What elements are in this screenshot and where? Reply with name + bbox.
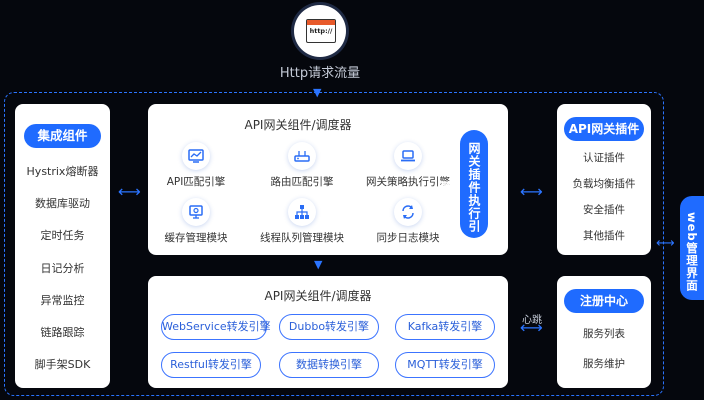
plugin-engine-label: 网关插件执行引擎 [439,130,488,238]
double-arrow-icon: ⟷ [520,318,543,337]
integration-panel: 集成组件 Hystrix熔断器 数据库驱动 定时任务 日记分析 异常监控 链路跟… [15,104,110,388]
heartbeat-label: 心跳 [522,315,542,326]
network-icon [288,198,316,226]
gateway-plugin-panel: API网关插件 认证插件 负载均衡插件 安全插件 其他插件 [557,104,651,255]
module-label: 网关策略执行引擎 [366,176,450,188]
webservice-engine-button[interactable]: WebService转发引擎 [161,314,271,340]
restful-engine-button[interactable]: Restful转发引擎 [161,352,261,378]
list-item: Hystrix熔断器 [26,165,99,178]
list-item: 定时任务 [40,229,85,242]
list-item: 安全插件 [583,204,625,216]
monitor-icon [182,198,210,226]
list-item: 链路跟踪 [40,326,85,339]
double-arrow-icon: ⟷ [656,236,675,251]
module-label: 同步日志模块 [376,232,440,244]
plugin-title: API网关插件 [564,117,644,141]
list-item: 其他插件 [583,230,625,242]
module-label: API匹配引擎 [166,176,226,188]
registry-panel: 注册中心 服务列表 服务维护 [557,276,651,388]
module-label: 线程队列管理模块 [260,232,344,244]
mqtt-engine-button[interactable]: MQTT转发引擎 [395,352,495,378]
router-icon [288,142,316,170]
module-label: 路由匹配引擎 [270,176,334,188]
list-item: 服务列表 [583,328,625,340]
list-item: 服务维护 [583,358,625,370]
arrow-down-icon: ▼ [314,258,323,271]
double-arrow-icon: ⟷ [520,182,543,201]
panel-title: API网关组件/调度器 [244,118,352,132]
chart-icon [182,142,210,170]
kafka-engine-button[interactable]: Kafka转发引擎 [395,314,495,340]
gateway-component-panel: API网关组件/调度器 API匹配引擎 路由匹配引擎 网关策略执行引擎 缓存管理… [148,104,508,255]
registry-title: 注册中心 [564,289,644,313]
list-item: 负载均衡插件 [572,178,636,190]
web-admin-button[interactable]: web管理界面 [680,196,704,300]
list-item: 异常监控 [40,294,85,307]
http-icon-text: http:// [309,27,333,35]
dubbo-engine-button[interactable]: Dubbo转发引擎 [279,314,379,340]
window-title-bar [307,20,335,25]
http-caption: Http请求流量 [279,66,361,81]
sync-icon [394,198,422,226]
panel-title: API网关组件/调度器 [264,289,372,303]
forward-engine-panel: API网关组件/调度器 WebService转发引擎 Dubbo转发引擎 Kaf… [148,276,508,388]
list-item: 脚手架SDK [34,358,91,371]
double-arrow-icon: ⟷ [118,182,141,201]
data-transform-button[interactable]: 数据转换引擎 [279,352,379,378]
window-icon: http:// [306,19,336,43]
list-item: 日记分析 [40,262,85,275]
laptop-icon [394,142,422,170]
module-label: 缓存管理模块 [164,232,228,244]
list-item: 认证插件 [583,152,625,164]
gateway-frame [4,92,664,396]
integration-title: 集成组件 [24,124,101,148]
list-item: 数据库驱动 [35,197,90,210]
